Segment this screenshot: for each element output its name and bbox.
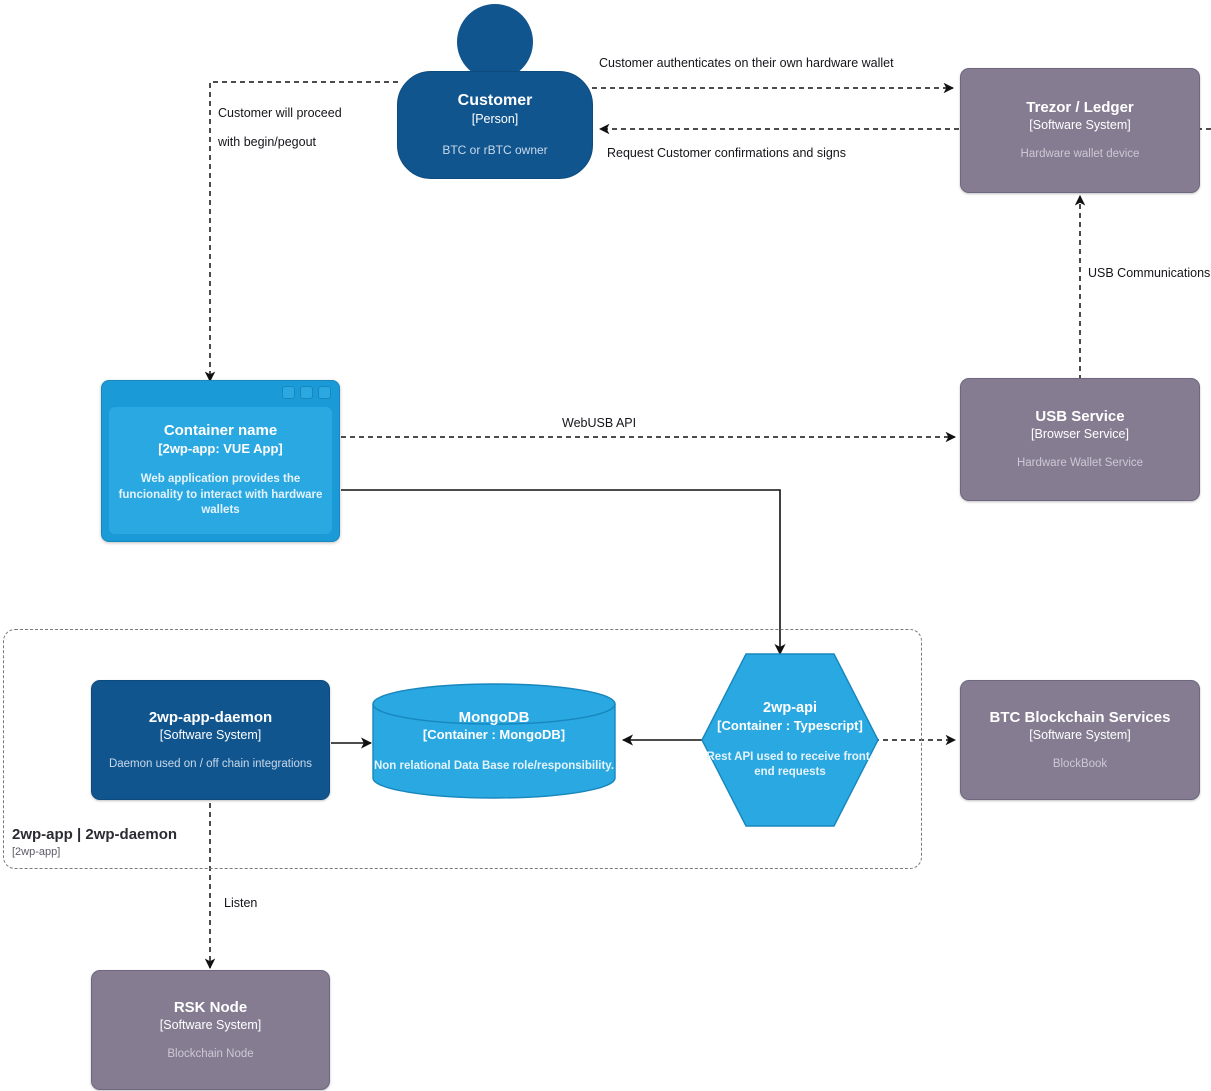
node-rsk-node[interactable]: RSK Node [Software System] Blockchain No… [91, 970, 330, 1090]
node-trezor-desc: Hardware wallet device [1020, 148, 1140, 161]
node-usb-service[interactable]: USB Service [Browser Service] Hardware W… [960, 378, 1200, 501]
browser-dot-icon [300, 385, 313, 399]
node-2wp-api[interactable]: 2wp-api [Container : Typescript] Rest AP… [700, 652, 880, 828]
node-webapp-container[interactable]: Container name [2wp-app: VUE App] Web ap… [101, 380, 340, 542]
node-mongodb-tech: [Container : MongoDB] [422, 727, 566, 743]
edge-label-listen: Listen [224, 896, 258, 910]
node-api-tech: [Container : Typescript] [717, 718, 863, 734]
node-usbservice-tech: [Browser Service] [1031, 427, 1129, 442]
node-webapp-tech: [2wp-app: VUE App] [158, 440, 283, 456]
edge-customer-to-webapp [204, 81, 398, 383]
edge-label-customer-proceed-line2: with begin/pegout [218, 135, 316, 149]
node-customer-title: Customer [457, 91, 533, 109]
browser-viewport: Container name [2wp-app: VUE App] Web ap… [109, 407, 332, 534]
node-daemon-title: 2wp-app-daemon [148, 708, 273, 726]
node-btc-blockchain-services[interactable]: BTC Blockchain Services [Software System… [960, 680, 1200, 800]
node-customer[interactable]: Customer [Person] BTC or rBTC owner [397, 71, 593, 179]
node-btc-tech: [Software System] [1029, 727, 1131, 742]
browser-dot-icon [318, 385, 331, 399]
boundary-tech: [2wp-app] [12, 846, 61, 858]
node-mongodb-text: MongoDB [Container : MongoDB] Non relati… [372, 682, 616, 800]
node-daemon-tech: [Software System] [159, 727, 262, 742]
node-btc-title: BTC Blockchain Services [989, 708, 1171, 726]
node-customer-tech: [Person] [471, 112, 519, 127]
node-trezor-tech: [Software System] [1029, 118, 1131, 133]
node-api-desc: Rest API used to receive front-end reque… [706, 750, 874, 778]
node-webapp-title: Container name [163, 422, 278, 440]
node-usbservice-desc: Hardware Wallet Service [1016, 457, 1144, 470]
node-2wp-api-text: 2wp-api [Container : Typescript] Rest AP… [700, 652, 880, 828]
edge-label-usb-communications: USB Communications [1088, 266, 1211, 280]
node-rsk-desc: Blockchain Node [167, 1047, 254, 1060]
edge-label-webusb-api: WebUSB API [562, 416, 637, 430]
edge-label-customer-authenticates: Customer authenticates on their own hard… [599, 56, 894, 70]
node-usbservice-title: USB Service [1035, 408, 1125, 426]
boundary-title: 2wp-app | 2wp-daemon [12, 826, 178, 843]
node-trezor-title: Trezor / Ledger [1026, 99, 1134, 117]
person-head-icon [457, 4, 533, 80]
node-daemon-desc: Daemon used on / off chain integrations [108, 757, 313, 770]
browser-dot-icon [282, 385, 295, 399]
browser-title-bar [102, 381, 339, 403]
edge-label-customer-proceed-line1: Customer will proceed [218, 106, 342, 120]
node-mongodb-desc: Non relational Data Base role/responsibi… [373, 759, 615, 772]
node-mongodb-title: MongoDB [458, 708, 530, 726]
node-mongodb[interactable]: MongoDB [Container : MongoDB] Non relati… [372, 682, 616, 800]
edge-label-request-confirmations: Request Customer confirmations and signs [607, 146, 847, 160]
node-api-title: 2wp-api [763, 700, 817, 717]
node-rsk-tech: [Software System] [159, 1017, 262, 1032]
node-rsk-title: RSK Node [173, 998, 248, 1016]
boundary-2wp-app [3, 629, 922, 869]
boundary-label: 2wp-app | 2wp-daemon [2wp-app] [12, 826, 177, 858]
node-webapp-desc: Web application provides the funcionalit… [118, 473, 323, 517]
node-btc-desc: BlockBook [1052, 757, 1108, 770]
node-trezor-ledger[interactable]: Trezor / Ledger [Software System] Hardwa… [960, 68, 1200, 193]
node-customer-desc: BTC or rBTC owner [442, 143, 548, 158]
node-2wp-app-daemon[interactable]: 2wp-app-daemon [Software System] Daemon … [91, 680, 330, 800]
